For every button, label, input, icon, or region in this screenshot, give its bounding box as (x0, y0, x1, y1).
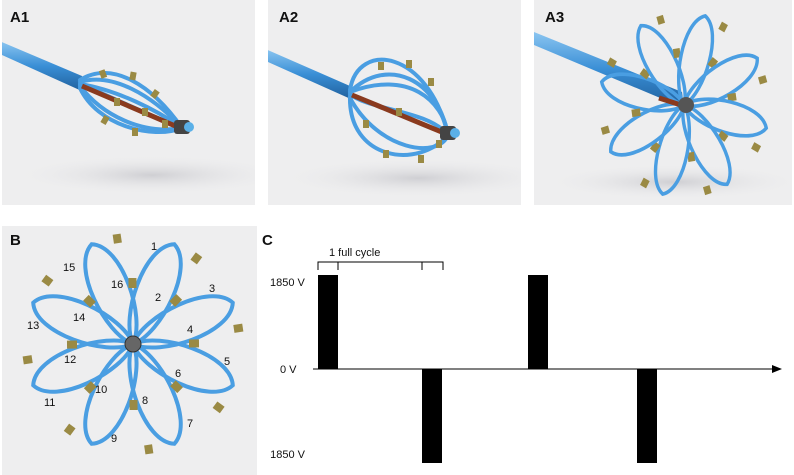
spline-loop (131, 338, 235, 394)
spline-loop (676, 13, 715, 107)
y-tick-label-zero: 0 V (280, 364, 297, 376)
catheter-flower-illustration (534, 13, 792, 200)
spline-loop (682, 53, 759, 109)
spline-loop (681, 103, 732, 187)
outer-electrode (606, 57, 617, 68)
inner-electrode (687, 151, 696, 162)
electrode-map-diagram: 1 2 3 4 5 6 7 8 9 10 11 12 13 14 15 16 (22, 233, 244, 455)
panel-a2-label: A2 (279, 9, 299, 26)
spline-loop (31, 338, 135, 394)
inner-electrode (170, 380, 183, 394)
electrode-label-10: 10 (95, 384, 107, 396)
inner-electrode (649, 141, 661, 154)
panel-c-label: C (262, 232, 273, 249)
electrode-label-8: 8 (142, 395, 148, 407)
outer-electrode (751, 142, 762, 153)
electrode-label-1: 1 (151, 241, 157, 253)
outer-electrode (600, 125, 610, 135)
electrode-label-2: 2 (155, 292, 161, 304)
inner-electrode (707, 56, 719, 69)
panel-a1 (2, 0, 255, 205)
outer-electrode (212, 401, 225, 414)
panel-a3 (534, 0, 792, 205)
electrode-label-9: 9 (111, 433, 117, 445)
electrode-label-14: 14 (73, 312, 85, 324)
outer-electrode (233, 323, 244, 333)
outer-electrode (112, 233, 122, 244)
panel-b-label: B (10, 232, 21, 249)
outer-electrode (758, 75, 768, 85)
spline-loop (609, 101, 686, 157)
electrode-label-13: 13 (27, 320, 39, 332)
panel-a3-label: A3 (545, 9, 565, 26)
spline-loop (127, 342, 183, 446)
spline-loop (653, 103, 692, 197)
electrode-label-5: 5 (224, 356, 230, 368)
pulse-waveform-chart: 1850 V 0 V –1850 V 1 full cycle (270, 247, 782, 463)
electrode-label-12: 12 (64, 354, 76, 366)
inner-electrode (169, 294, 183, 307)
outer-electrode (22, 355, 33, 365)
outer-electrode (63, 423, 76, 436)
panel-a1-label: A1 (10, 9, 30, 26)
inner-electrode (128, 277, 137, 289)
y-tick-label-positive: 1850 V (270, 277, 306, 289)
x-axis-arrow-icon (772, 365, 782, 373)
electrode-label-6: 6 (175, 368, 181, 380)
pulse-bar-1 (318, 275, 338, 369)
outer-electrode (656, 14, 666, 25)
electrode-label-4: 4 (187, 324, 193, 336)
inner-electrode (631, 108, 641, 118)
spline-loop (127, 242, 183, 346)
spline-loop (31, 294, 135, 350)
inner-electrode (188, 339, 200, 348)
electrode-number-labels: 1 2 3 4 5 6 7 8 9 10 11 12 13 14 15 16 (27, 241, 230, 445)
electrode-label-11: 11 (44, 397, 55, 409)
inner-electrode (639, 68, 651, 80)
inner-electrode (717, 130, 729, 142)
outer-electrode (41, 274, 54, 287)
spline-loop (83, 242, 139, 346)
pulse-bar-4 (637, 369, 657, 463)
catheter-basket-illustration (268, 50, 521, 198)
outer-electrode (640, 177, 650, 189)
electrode-label-7: 7 (187, 418, 193, 430)
panel-a2 (268, 0, 521, 205)
outer-electrode (702, 185, 712, 196)
electrode-label-15: 15 (63, 262, 75, 274)
outer-electrode (190, 252, 203, 265)
spline-loop (83, 342, 139, 446)
electrode-label-16: 16 (111, 279, 123, 291)
pulse-bar-3 (528, 275, 548, 369)
y-tick-label-negative: –1850 V (270, 449, 306, 461)
spline-loop (682, 97, 769, 138)
outer-electrode (718, 21, 728, 33)
cycle-bracket (317, 261, 444, 270)
outer-electrode (144, 444, 154, 455)
inner-electrode (66, 340, 78, 349)
inner-electrode (672, 48, 681, 59)
inner-electrode (83, 294, 96, 308)
cycle-annotation: 1 full cycle (329, 247, 380, 259)
spline-loop (636, 23, 687, 107)
catheter-closed-illustration (2, 42, 255, 195)
inner-electrode (727, 92, 737, 102)
spline-loop (599, 72, 686, 113)
inner-electrode (129, 399, 138, 411)
inner-electrode (83, 381, 97, 394)
pulse-bar-2 (422, 369, 442, 463)
spline-loop (131, 294, 235, 350)
panel-b: 1 2 3 4 5 6 7 8 9 10 11 12 13 14 15 16 (2, 226, 257, 475)
electrode-label-3: 3 (209, 283, 215, 295)
